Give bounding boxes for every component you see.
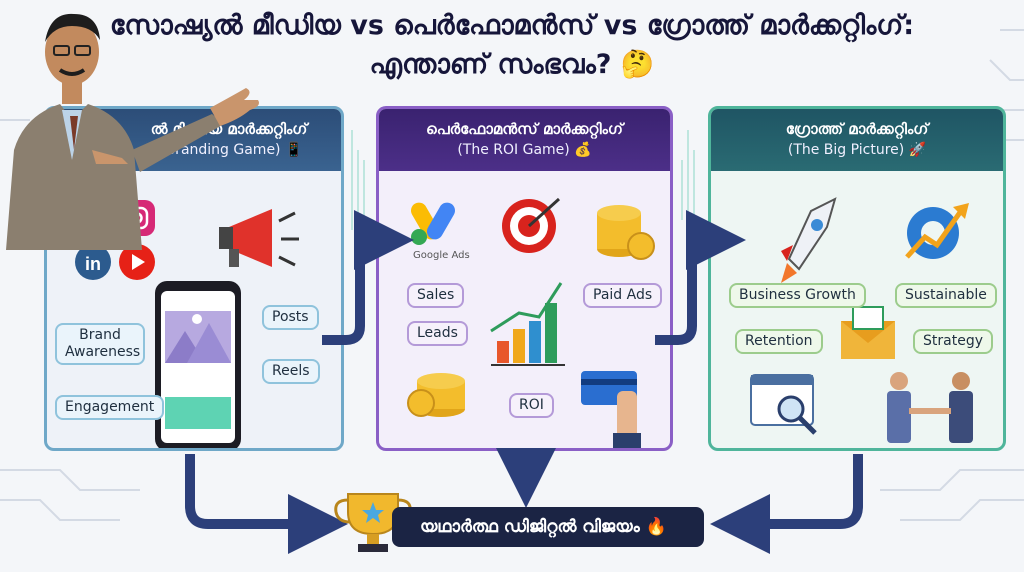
strategy-label: Strategy bbox=[913, 329, 993, 354]
panel-header: ഗ്രോത്ത് മാർക്കറ്റിംഗ് (The Big Picture)… bbox=[711, 109, 1003, 171]
credit-card-icon bbox=[581, 371, 641, 448]
page-title: സോഷ്യൽ മീഡിയ vs പെർഫോമൻസ് vs ഗ്രോത്ത് മാ… bbox=[0, 6, 1024, 84]
digital-success-banner: യഥാർത്ഥ ഡിജിറ്റൽ വിജയം 🔥 bbox=[392, 507, 704, 547]
sales-label: Sales bbox=[407, 283, 465, 308]
panel-subheading: (The Big Picture) 🚀 bbox=[787, 142, 927, 158]
arrow-panel1-to-result bbox=[185, 454, 348, 554]
performance-marketing-panel: പെർഫോമൻസ് മാർക്കറ്റിംഗ് (The ROI Game) 💰… bbox=[376, 106, 673, 451]
leads-label: Leads bbox=[407, 321, 468, 346]
business-growth-label: Business Growth bbox=[729, 283, 866, 308]
coins-icon bbox=[597, 205, 655, 260]
paid-ads-label: Paid Ads bbox=[583, 283, 663, 308]
growth-illustration bbox=[750, 197, 973, 443]
sustainable-label: Sustainable bbox=[895, 283, 997, 308]
digital-success-label: യഥാർത്ഥ ഡിജിറ്റൽ വിജയം 🔥 bbox=[420, 517, 667, 537]
magnifier-page-icon bbox=[750, 374, 817, 435]
performance-illustration bbox=[407, 197, 655, 448]
handshake-icon bbox=[887, 372, 973, 443]
gear-growth-icon bbox=[905, 203, 969, 259]
panel-heading: പെർഫോമൻസ് മാർക്കറ്റിംഗ് bbox=[426, 120, 623, 138]
rocket-icon bbox=[781, 197, 837, 283]
reels-label: Reels bbox=[262, 359, 320, 384]
arrow-panel3-to-result bbox=[710, 454, 863, 554]
envelope-icon bbox=[841, 306, 895, 359]
coin-stack-icon bbox=[407, 373, 465, 417]
brand-awareness-label: Brand Awareness bbox=[55, 323, 145, 365]
panel-subheading: Branding Game) 📱 bbox=[165, 142, 303, 158]
panel-heading: ഗ്രോത്ത് മാർക്കറ്റിംഗ് bbox=[785, 120, 929, 138]
presenter-figure bbox=[6, 13, 259, 250]
youtube-icon bbox=[119, 244, 155, 280]
retention-label: Retention bbox=[735, 329, 823, 354]
smartphone-icon bbox=[155, 281, 241, 448]
panel-subheading: (The ROI Game) 💰 bbox=[457, 142, 592, 158]
engagement-label: Engagement bbox=[55, 395, 165, 420]
svg-text:in: in bbox=[85, 254, 101, 274]
title-line-2: എന്താണ് സംഭവം? 🤔 bbox=[369, 49, 655, 80]
title-line-1: സോഷ്യൽ മീഡിയ vs പെർഫോമൻസ് vs ഗ്രോത്ത് മാ… bbox=[109, 10, 915, 41]
roi-label: ROI bbox=[509, 393, 554, 418]
target-icon bbox=[502, 197, 561, 253]
megaphone-icon bbox=[219, 209, 299, 267]
posts-label: Posts bbox=[262, 305, 319, 330]
panel-header: പെർഫോമൻസ് മാർക്കറ്റിംഗ് (The ROI Game) 💰 bbox=[379, 109, 670, 171]
growth-marketing-panel: ഗ്രോത്ത് മാർക്കറ്റിംഗ് (The Big Picture)… bbox=[708, 106, 1006, 451]
social-icons-illustration: f in bbox=[75, 200, 299, 448]
linkedin-icon: in bbox=[75, 244, 111, 280]
google-ads-icon bbox=[411, 202, 455, 245]
growth-bar-chart-icon bbox=[490, 282, 565, 366]
google-ads-label: Google Ads bbox=[413, 250, 470, 261]
